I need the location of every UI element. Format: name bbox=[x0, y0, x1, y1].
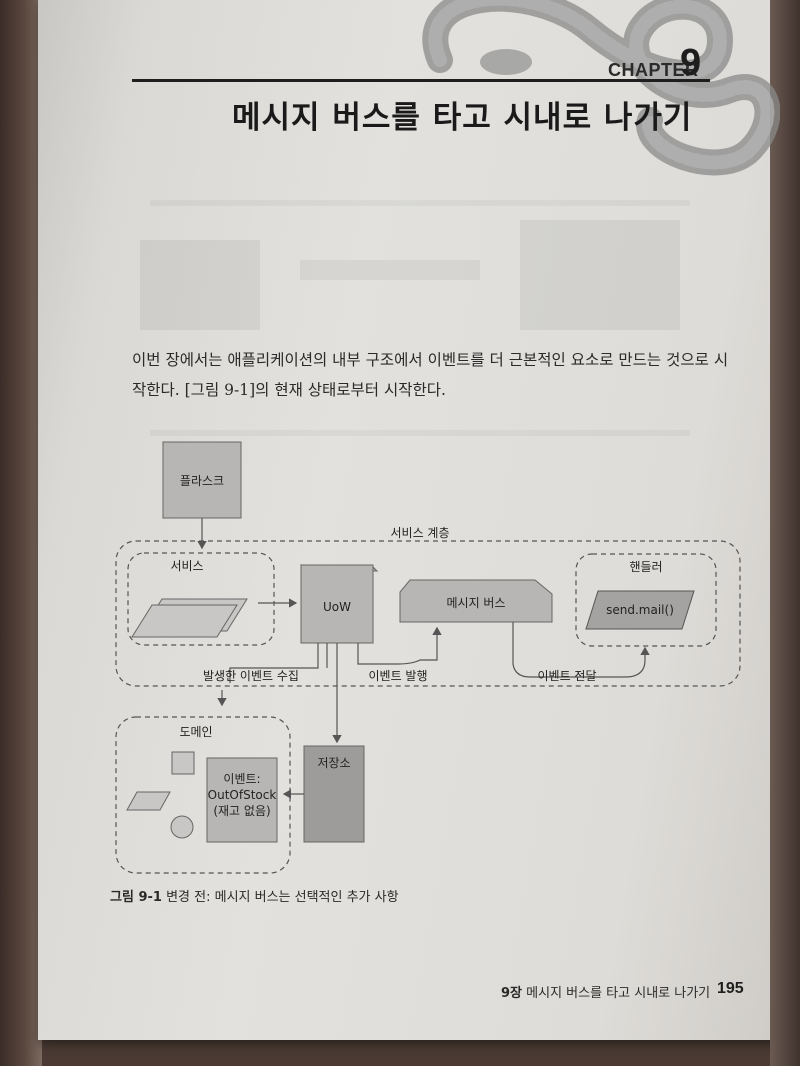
collect-events-label: 발생한 이벤트 수집 bbox=[203, 669, 299, 683]
deliver-events-label: 이벤트 전달 bbox=[537, 669, 596, 683]
domain-label: 도메인 bbox=[179, 725, 212, 739]
handlers-label: 핸들러 bbox=[629, 559, 662, 574]
page-footer: 9장 메시지 버스를 타고 시내로 나가기 bbox=[501, 982, 710, 1001]
page-number: 195 bbox=[717, 980, 744, 998]
event-line-1: 이벤트: bbox=[223, 772, 260, 786]
domain-parallelogram bbox=[127, 792, 170, 810]
uow-label: UoW bbox=[323, 600, 351, 614]
footer-chapter: 9장 bbox=[501, 986, 522, 1001]
flask-label: 플라스크 bbox=[180, 474, 224, 488]
domain-circle bbox=[171, 816, 193, 838]
message-bus-label: 메시지 버스 bbox=[446, 596, 505, 610]
footer-title: 메시지 버스를 타고 시내로 나가기 bbox=[526, 986, 710, 1001]
event-line-2: OutOfStock bbox=[208, 788, 277, 802]
send-mail-label: send.mail() bbox=[606, 603, 674, 617]
service-layer-label: 서비스 계층 bbox=[390, 526, 449, 540]
figure-caption: 그림 9-1 변경 전: 메시지 버스는 선택적인 추가 사항 bbox=[110, 886, 399, 905]
figure-9-1: 플라스크 서비스 계층 서비스 UoW 메시지 버스 핸들러 send.mail… bbox=[0, 0, 800, 900]
caption-text: 변경 전: 메시지 버스는 선택적인 추가 사항 bbox=[166, 890, 399, 905]
publish-events-label: 이벤트 발행 bbox=[368, 668, 427, 683]
services-label: 서비스 bbox=[170, 559, 203, 573]
repository-label: 저장소 bbox=[317, 756, 350, 770]
caption-number: 그림 9-1 bbox=[110, 890, 162, 905]
domain-square bbox=[172, 752, 194, 774]
service-shape-front bbox=[132, 605, 237, 637]
event-line-3: (재고 없음) bbox=[213, 804, 270, 818]
